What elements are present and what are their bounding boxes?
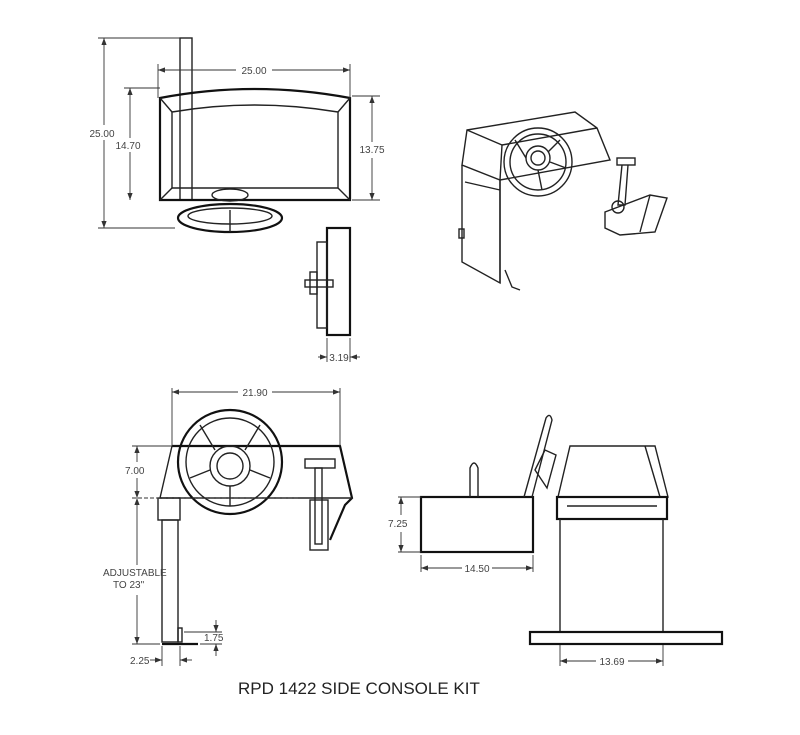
dim-box-height: 7.25 [388,519,408,530]
drawing-title: RPD 1422 SIDE CONSOLE KIT [238,679,480,698]
dim-overall-height: 25.00 [89,129,114,140]
profile-view: 7.25 14.50 13.69 [388,414,724,668]
isometric-view [458,111,668,291]
dim-box-length: 14.50 [464,564,489,575]
dim-pole-width: 2.25 [130,656,150,667]
dim-side-depth: 3.19 [329,353,349,364]
dim-front-width: 21.90 [242,388,267,399]
dim-panel-height-right: 13.75 [359,145,384,156]
dim-panel-height-left: 14.70 [115,141,140,152]
dim-console-height: 7.00 [125,466,145,477]
dim-top-width: 25.00 [241,66,266,77]
top-view: 25.00 25.00 14.70 13.75 [89,37,385,234]
side-view: 3.19 [304,226,360,364]
dim-base-width: 13.69 [599,657,624,668]
adjustable-label-line2: TO 23" [113,580,145,591]
front-view: 21.90 7.00 ADJUSTABLE TO 23" 1.75 2.25 [103,388,354,667]
dim-foot-height: 1.75 [204,633,224,644]
adjustable-label-line1: ADJUSTABLE [103,568,167,579]
